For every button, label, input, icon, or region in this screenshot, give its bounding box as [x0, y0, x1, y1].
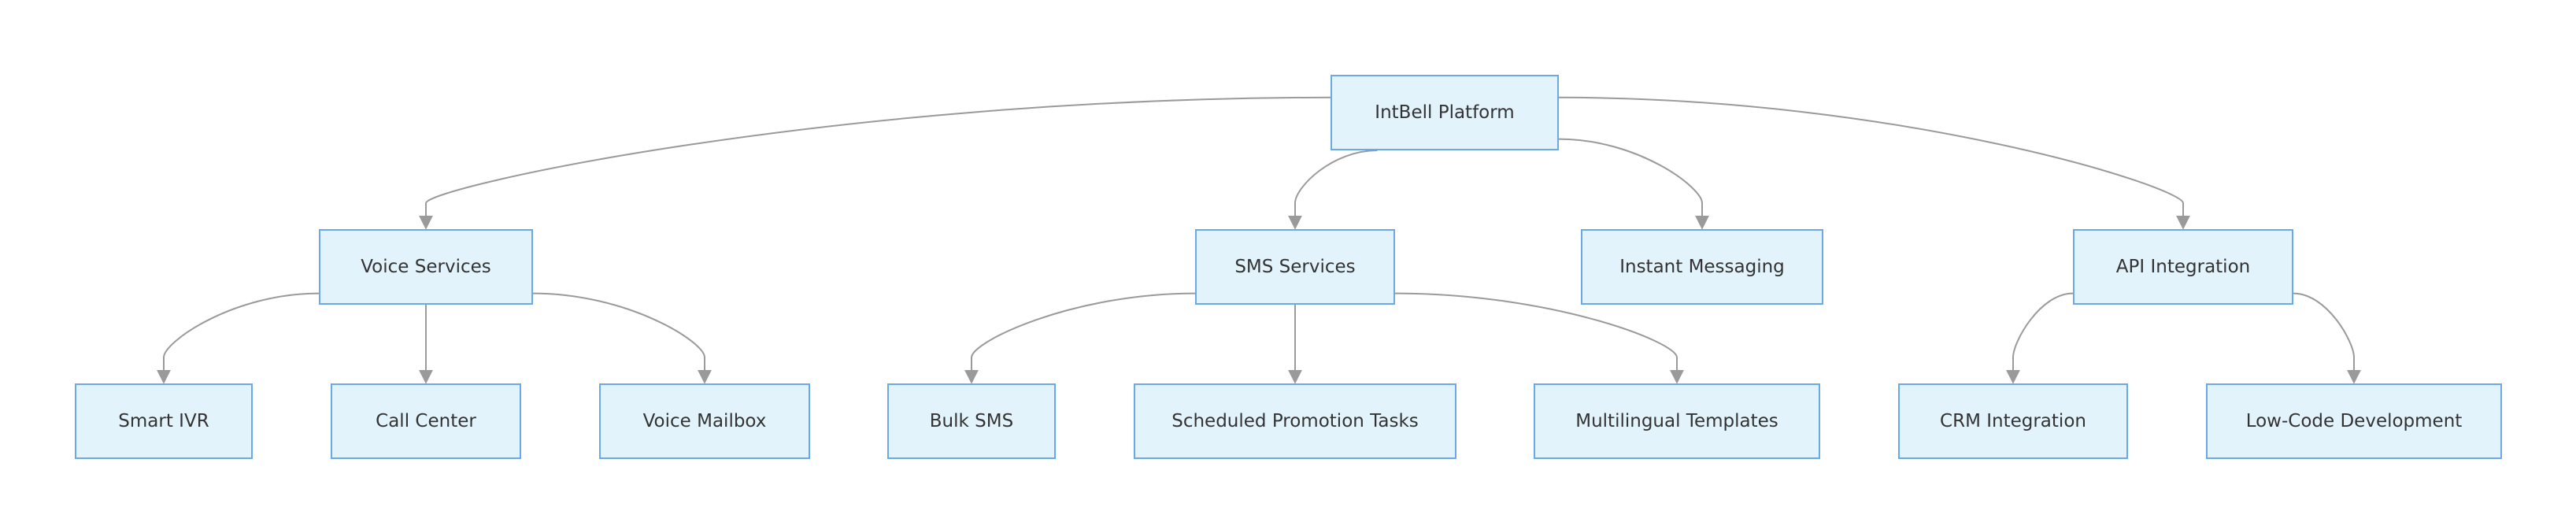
node-bulk-sms: Bulk SMS — [887, 383, 1056, 459]
node-api-integration: API Integration — [2073, 229, 2293, 305]
node-multilingual-templates: Multilingual Templates — [1534, 383, 1820, 459]
node-call-center: Call Center — [331, 383, 521, 459]
edge-voice-to-ivr — [157, 292, 320, 384]
node-voice-mailbox: Voice Mailbox — [599, 383, 810, 459]
node-voice-services: Voice Services — [319, 229, 533, 305]
edge-sms-to-bulk_sms — [964, 292, 1196, 384]
edge-sms-to-multilingual — [1394, 292, 1684, 384]
edge-root-to-sms — [1288, 150, 1378, 230]
edge-root-to-api — [1558, 96, 2190, 230]
node-instant-messaging: Instant Messaging — [1581, 229, 1823, 305]
node-smart-ivr: Smart IVR — [75, 383, 253, 459]
node-intbell-platform: IntBell Platform — [1331, 75, 1559, 150]
edge-api-to-lowcode — [2293, 292, 2361, 384]
node-low-code-development: Low-Code Development — [2206, 383, 2502, 459]
node-crm-integration: CRM Integration — [1898, 383, 2128, 459]
node-sms-services: SMS Services — [1195, 229, 1395, 305]
node-scheduled-promotion-tasks: Scheduled Promotion Tasks — [1134, 383, 1456, 459]
edge-voice-to-voice_mailbox — [532, 292, 712, 384]
edge-root-to-im — [1558, 138, 1709, 230]
edge-api-to-crm — [2006, 292, 2074, 384]
edge-root-to-voice — [419, 96, 1331, 230]
